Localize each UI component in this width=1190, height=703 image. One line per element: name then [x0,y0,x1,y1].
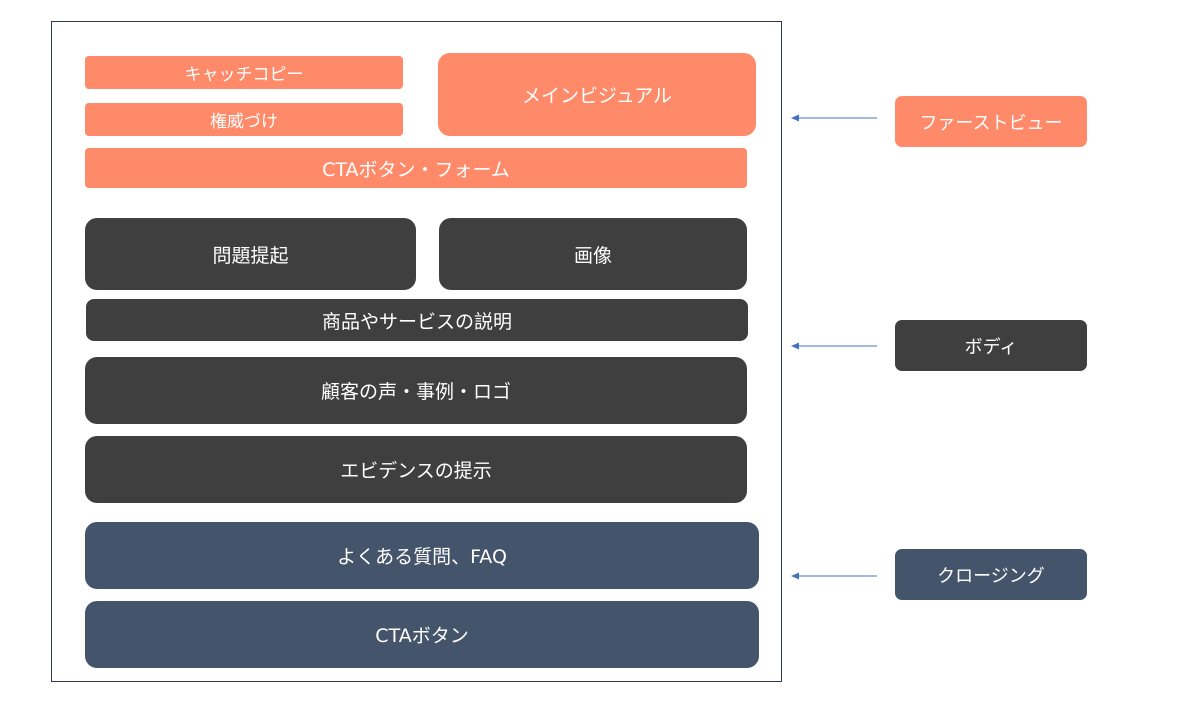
problem-label: 問題提起 [212,244,289,267]
main-visual-block: メインビジュアル [438,53,756,136]
body-arrow [791,342,877,350]
legend-closing-label: クロージング [937,565,1045,587]
cta-button-block: CTAボタン [85,601,759,668]
legend-body: ボディ [895,320,1087,371]
product-description-block: 商品やサービスの説明 [86,299,748,341]
main-visual-label: メインビジュアル [521,85,673,107]
legend-first-view: ファーストビュー [895,96,1087,147]
product-description-label: 商品やサービスの説明 [321,310,512,333]
first-view-arrow [791,114,877,122]
catch-copy-block: キャッチコピー [85,56,403,89]
faq-label: よくある質問、FAQ [337,546,507,568]
authority-block: 権威づけ [85,103,403,136]
faq-block: よくある質問、FAQ [85,522,759,589]
legend-first-view-label: ファーストビュー [919,112,1063,134]
legend-closing: クロージング [895,549,1087,600]
cta-form-block: CTAボタン・フォーム [85,148,747,188]
problem-block: 問題提起 [85,218,416,290]
image-label: 画像 [573,244,612,267]
cta-button-label: CTAボタン [375,625,469,647]
catch-copy-label: キャッチコピー [184,65,304,85]
image-block: 画像 [439,218,747,290]
evidence-block: エビデンスの提示 [85,436,747,503]
cta-form-label: CTAボタン・フォーム [322,158,510,181]
testimonials-label: 顧客の声・事例・ロゴ [320,381,511,403]
evidence-label: エビデンスの提示 [340,460,492,482]
closing-arrow [791,572,877,580]
legend-body-label: ボディ [964,336,1018,358]
authority-label: 権威づけ [210,112,278,132]
testimonials-block: 顧客の声・事例・ロゴ [85,357,747,424]
